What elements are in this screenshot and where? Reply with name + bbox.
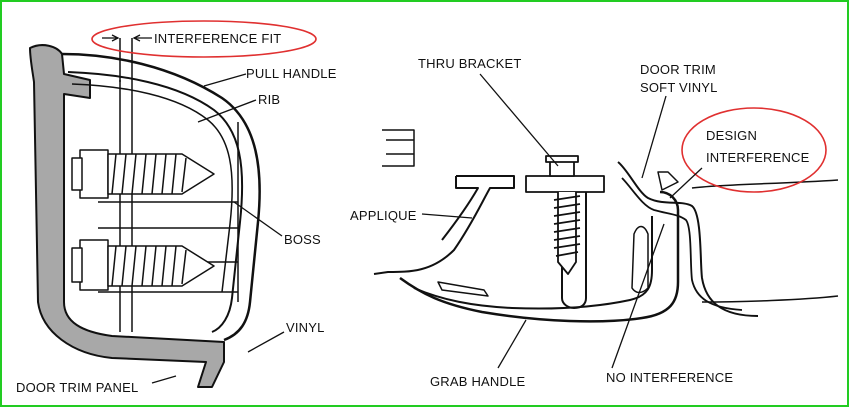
vinyl-layer-shape <box>71 83 233 293</box>
design-interference-highlight <box>681 107 827 193</box>
applique-label: APPLIQUE <box>350 208 417 223</box>
door-trim-vinyl-shape <box>617 161 759 317</box>
applique-shape <box>373 175 515 275</box>
left-leaders <box>102 34 285 384</box>
left-cross-section <box>29 38 261 388</box>
right-cross-section <box>373 129 839 323</box>
interference-fit-highlight <box>91 20 317 58</box>
no-interference-label: NO INTERFERENCE <box>606 370 733 385</box>
grab-handle-shape <box>399 190 680 323</box>
door-trim-panel-label: DOOR TRIM PANEL <box>16 380 138 395</box>
thru-bracket-shape <box>525 155 605 275</box>
rib-shape <box>119 80 133 332</box>
screw-upper-shape <box>71 149 215 199</box>
right-leaders <box>421 73 703 369</box>
design-interference-label-line2: INTERFERENCE <box>706 150 810 165</box>
boss-label: BOSS <box>284 232 321 247</box>
rib-label: RIB <box>258 92 280 107</box>
pull-handle-label: PULL HANDLE <box>246 66 337 81</box>
thru-bracket-label: THRU BRACKET <box>418 56 522 71</box>
door-trim-label-line2: SOFT VINYL <box>640 80 718 95</box>
door-trim-label-line1: DOOR TRIM <box>640 62 716 77</box>
interference-fit-label: INTERFERENCE FIT <box>154 31 281 46</box>
vinyl-label: VINYL <box>286 320 325 335</box>
pull-handle-shape <box>61 52 261 342</box>
door-trim-panel-shape <box>29 44 225 388</box>
body-fragment-shape <box>382 129 415 167</box>
screw-lower-shape <box>71 239 215 291</box>
grab-handle-label: GRAB HANDLE <box>430 374 526 389</box>
design-interference-label-line1: DESIGN <box>706 128 757 143</box>
